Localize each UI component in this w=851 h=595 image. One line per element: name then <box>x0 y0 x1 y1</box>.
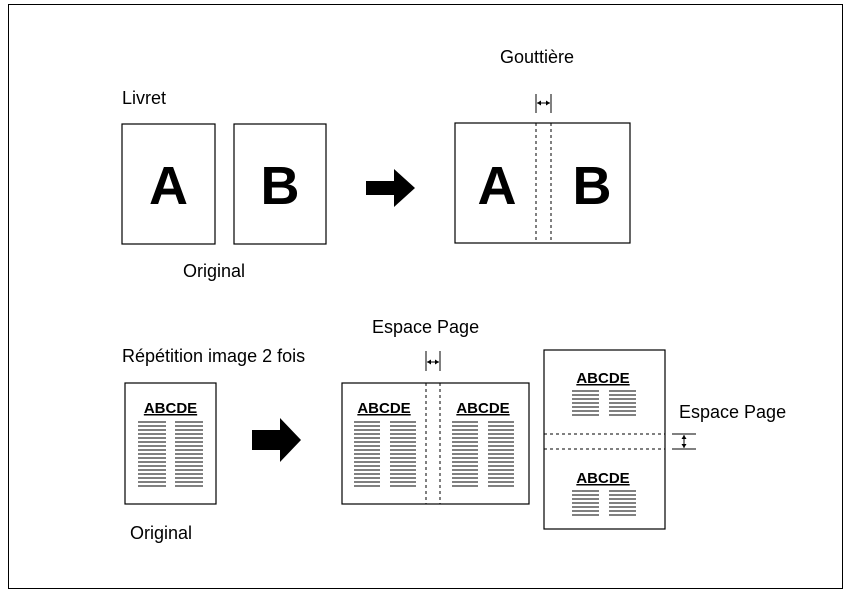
gutter-dimension-icon <box>535 94 552 113</box>
original-page-b <box>233 123 327 245</box>
page-space-label-right: Espace Page <box>679 402 786 422</box>
text-lines-landscape <box>354 421 514 487</box>
text-heading-portrait-bottom: ABCDE <box>576 470 629 487</box>
letter-b-output: B <box>573 156 612 216</box>
text-heading-portrait-top: ABCDE <box>576 370 629 387</box>
booklet-output-page <box>454 122 631 244</box>
letter-b-original: B <box>261 156 300 216</box>
original-text-page <box>124 382 217 505</box>
original-label-bottom: Original <box>130 523 192 543</box>
diagram-frame <box>8 4 843 589</box>
arrow-right-icon <box>366 169 415 207</box>
page-space-dimension-top-icon <box>425 351 441 371</box>
repeat-label: Répétition image 2 fois <box>122 346 305 366</box>
original-page-a <box>121 123 216 245</box>
text-heading-original: ABCDE <box>144 400 197 417</box>
text-heading-left: ABCDE <box>357 400 410 417</box>
text-heading-right: ABCDE <box>456 400 509 417</box>
repeat-output-portrait <box>543 349 666 530</box>
page-space-label-top: Espace Page <box>372 317 479 337</box>
arrow-right-icon <box>252 418 301 462</box>
letter-a-output: A <box>478 156 517 216</box>
text-lines-portrait <box>572 390 636 516</box>
booklet-label: Livret <box>122 88 166 108</box>
gutter-label: Gouttière <box>500 47 574 67</box>
text-lines-original <box>138 421 203 487</box>
repeat-output-landscape <box>341 382 530 505</box>
letter-a-original: A <box>149 156 188 216</box>
page-space-dimension-right-icon <box>672 433 696 450</box>
original-label-top: Original <box>183 261 245 281</box>
